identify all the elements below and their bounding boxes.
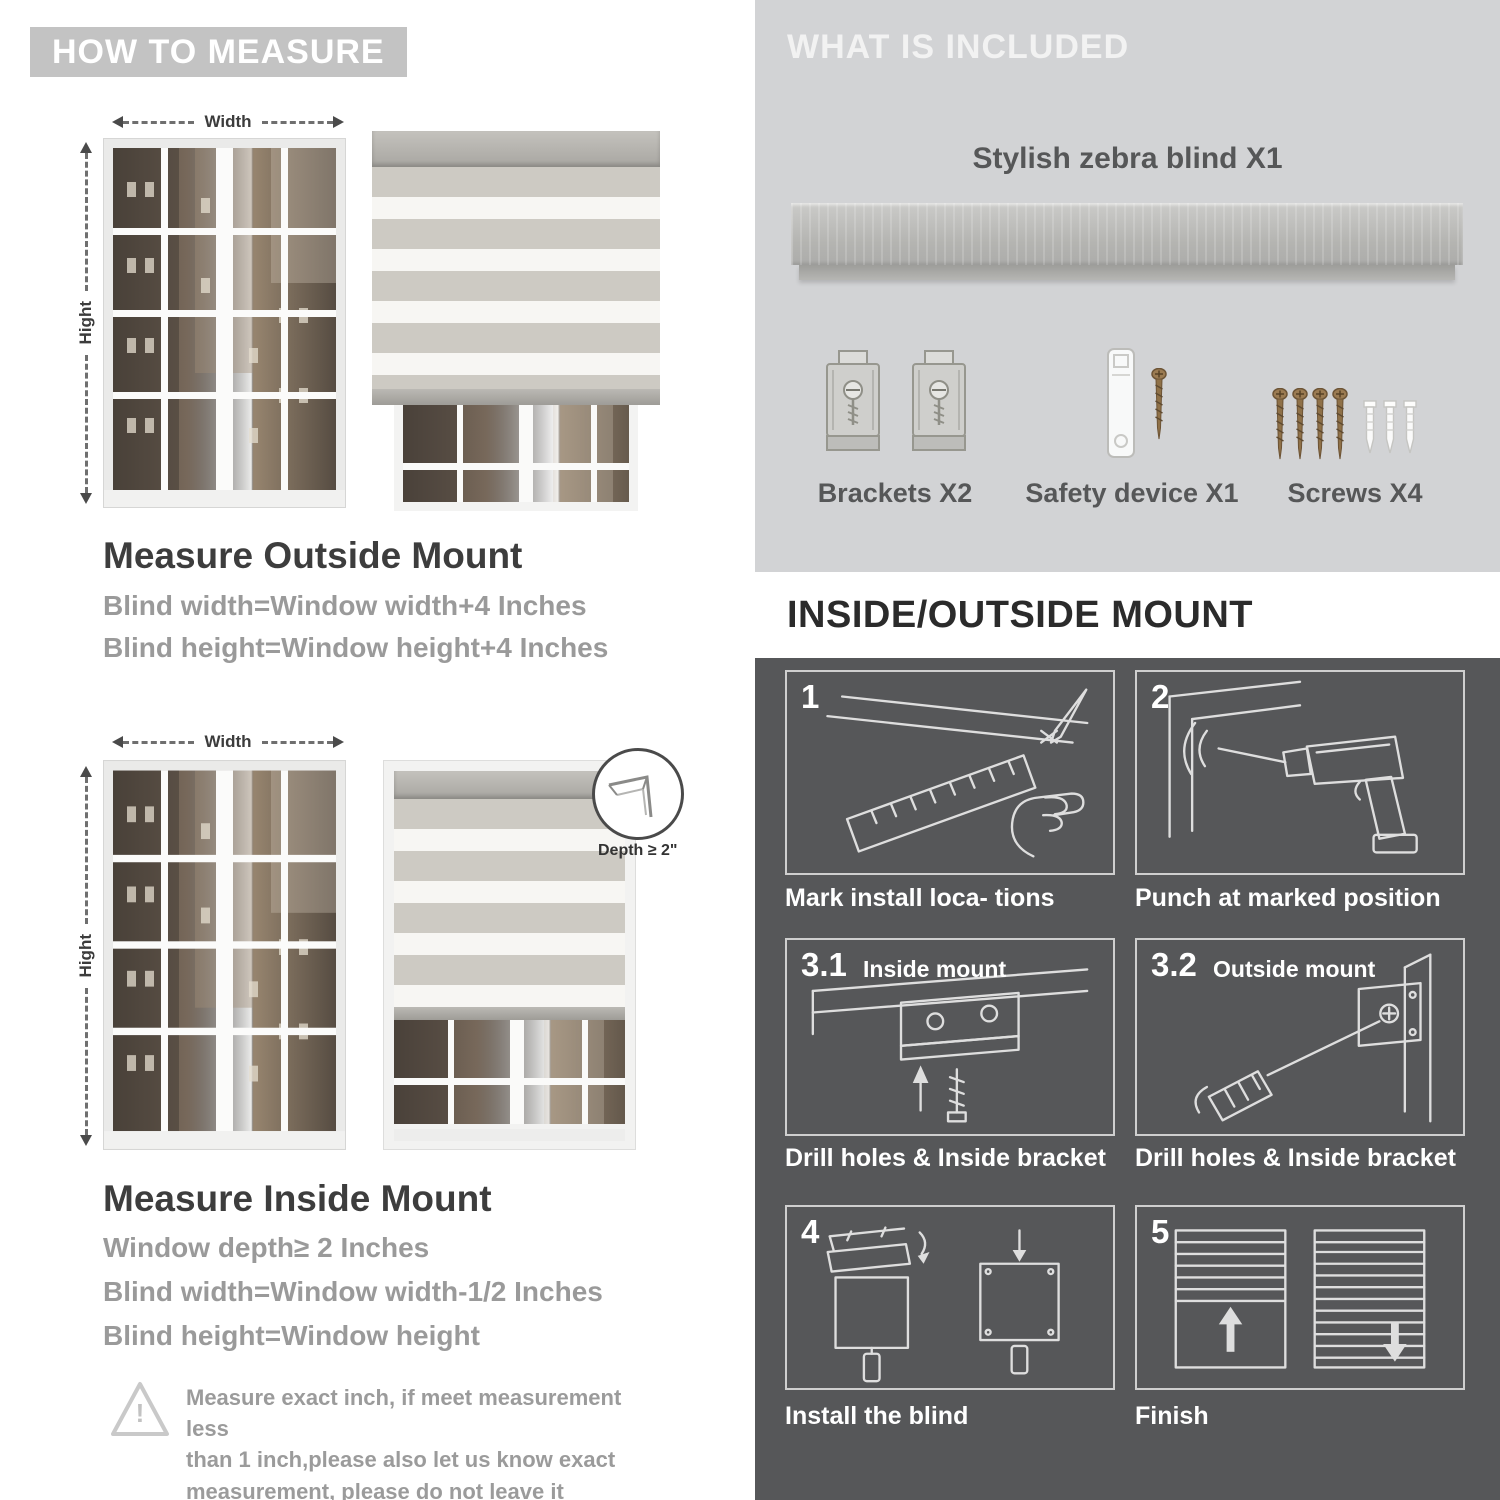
step-caption-4: Install the blind	[785, 1402, 969, 1430]
step-caption-3-2: Drill holes & Inside bracket	[1135, 1144, 1456, 1172]
how-to-measure-badge: HOW TO MEASURE	[30, 27, 407, 77]
outside-mount-label: Outside mount	[1213, 956, 1376, 982]
window-sill	[394, 1129, 625, 1141]
zebra-blind-bottom-lip	[799, 265, 1455, 280]
window-under-blind	[372, 405, 660, 511]
anchor-icon	[1403, 400, 1417, 456]
frame-corner-detail	[608, 775, 653, 818]
width-label: Width	[204, 112, 252, 131]
step-panel-1: 1	[785, 670, 1115, 875]
arrow-right-icon	[333, 116, 344, 128]
step-panel-2: 2	[1135, 670, 1465, 875]
step-number: 2	[1151, 678, 1170, 715]
step-caption-2: Punch at marked position	[1135, 884, 1441, 912]
mark-locations-illustration	[826, 688, 1089, 858]
inside-mount-title: Measure Inside Mount	[103, 1178, 492, 1219]
window-lower-photo	[394, 1020, 644, 1125]
width-arrow-inside: Width	[112, 732, 344, 752]
outside-width-formula: Blind width=Window width+4 Inches	[103, 590, 587, 621]
inside-bracket-illustration	[811, 968, 1089, 1123]
outside-height-formula: Blind height=Window height+4 Inches	[103, 632, 609, 663]
window-photo-outside	[103, 138, 346, 508]
arrow-up-icon	[80, 142, 92, 153]
outside-bracket-illustration	[1194, 953, 1432, 1123]
blind-product-label: Stylish zebra blind X1	[972, 142, 1283, 175]
inside-depth-formula: Window depth≥ 2 Inches	[103, 1232, 430, 1263]
step-number: 3.1	[801, 946, 847, 983]
outside-mount-title: Measure Outside Mount	[103, 535, 523, 576]
height-arrow-inside: Hight	[76, 766, 96, 1146]
warning-line-1: Measure exact inch, if meet measurement …	[186, 1385, 622, 1442]
mount-title-bar: INSIDE/OUTSIDE MOUNT	[755, 572, 1500, 658]
safety-device-label: Safety device X1	[1025, 478, 1239, 508]
screw-icon	[1272, 388, 1288, 462]
blind-bottom-rail	[372, 389, 660, 405]
window-photo-inside	[103, 760, 346, 1150]
zebra-blind-outside-illustration	[372, 131, 660, 511]
anchor-icon	[1383, 400, 1397, 456]
warning-exclamation: !	[135, 1398, 145, 1428]
bracket-icon	[817, 348, 889, 458]
warning-line-2: than 1 inch,please also let us know exac…	[186, 1447, 616, 1473]
what-is-included-section: WHAT IS INCLUDED Stylish zebra blind X1 …	[755, 0, 1500, 572]
screw-icon	[1312, 388, 1328, 462]
window-lower-photo	[403, 405, 653, 510]
step-caption-5: Finish	[1135, 1402, 1209, 1430]
arrow-right-icon	[333, 736, 344, 748]
height-label: Hight	[76, 934, 95, 978]
height-arrow-outside: Hight	[76, 142, 96, 504]
what-is-included-badge: WHAT IS INCLUDED	[787, 28, 1130, 66]
safety-device-icon	[1100, 345, 1142, 463]
blind-zebra-stripes	[394, 799, 625, 1007]
warning-line-3: measurement, please do not leave it	[186, 1478, 564, 1500]
warning-triangle-icon: !	[108, 1378, 172, 1442]
step-number: 1	[801, 678, 820, 715]
blind-cassette	[394, 771, 625, 799]
width-arrow-outside: Width	[112, 112, 344, 132]
step-caption-3-1: Drill holes & Inside bracket	[785, 1144, 1106, 1172]
blind-zebra-stripes	[372, 167, 660, 389]
bracket-icon	[903, 348, 975, 458]
depth-detail-circle	[592, 748, 684, 840]
step-caption-1: Mark install loca- tions	[785, 884, 1055, 912]
zebra-blind-inside-illustration	[383, 760, 644, 1150]
screw-icon	[1332, 388, 1348, 462]
mount-steps-section: INSIDE/OUTSIDE MOUNT 1 Mark install loca…	[755, 572, 1500, 1500]
step-panel-5: 5	[1135, 1205, 1465, 1390]
warning-text: Measure exact inch, if meet measurement …	[186, 1382, 666, 1500]
arrow-left-icon	[112, 116, 123, 128]
arrow-up-icon	[80, 766, 92, 777]
blind-bottom-rail	[394, 1007, 625, 1020]
drill-illustration	[1168, 680, 1418, 854]
finish-illustration	[1174, 1229, 1426, 1369]
inside-mount-label: Inside mount	[863, 956, 1007, 982]
blind-cassette	[372, 131, 660, 167]
depth-note: Depth ≥ 2"	[598, 842, 678, 859]
step-number: 4	[801, 1213, 820, 1250]
width-label: Width	[204, 732, 252, 751]
zebra-blind-product-image	[791, 203, 1463, 265]
arrow-down-icon	[80, 493, 92, 504]
safety-screw-icon	[1151, 368, 1167, 442]
install-blind-illustration	[826, 1226, 1060, 1383]
anchor-icon	[1363, 400, 1377, 456]
height-label: Hight	[76, 301, 95, 345]
arrow-left-icon	[112, 736, 123, 748]
step-number: 3.2	[1151, 946, 1197, 983]
step-panel-4: 4	[785, 1205, 1115, 1390]
mount-title: INSIDE/OUTSIDE MOUNT	[787, 594, 1254, 636]
inside-height-formula: Blind height=Window height	[103, 1320, 480, 1351]
step-panel-3-2: 3.2 Outside mount	[1135, 938, 1465, 1136]
arrow-down-icon	[80, 1135, 92, 1146]
step-panel-3-1: 3.1 Inside mount	[785, 938, 1115, 1136]
brackets-label: Brackets X2	[817, 478, 973, 508]
screws-label: Screws X4	[1287, 478, 1423, 508]
screw-icon	[1292, 388, 1308, 462]
step-number: 5	[1151, 1213, 1170, 1250]
inside-width-formula: Blind width=Window width-1/2 Inches	[103, 1276, 603, 1307]
